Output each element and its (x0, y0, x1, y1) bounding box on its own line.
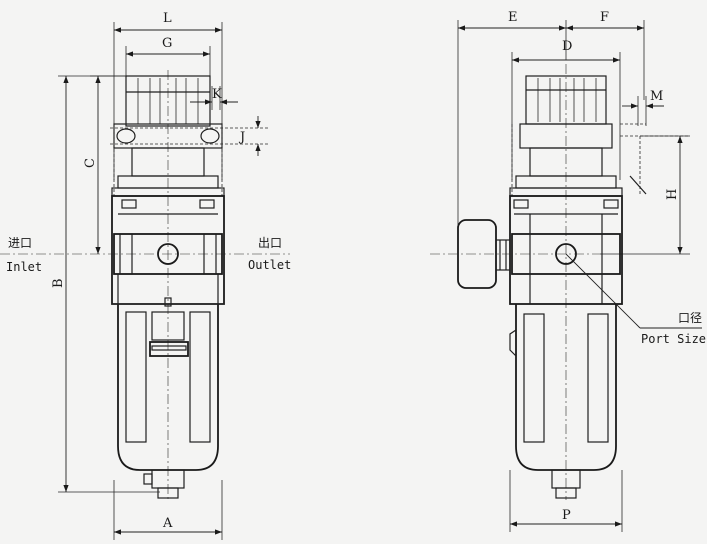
label-M: M (650, 89, 663, 104)
label-D: D (562, 39, 572, 54)
label-G: G (162, 36, 172, 51)
inlet-en-label: Inlet (6, 260, 42, 274)
outlet-cn-label: 出口 (258, 236, 282, 250)
dimension-labels: L G K J C B A E F D M H P (51, 10, 680, 531)
label-J: J (238, 130, 245, 145)
outlet-en-label: Outlet (248, 258, 291, 272)
port-size-en-label: Port Size (641, 332, 706, 346)
label-C: C (83, 158, 98, 168)
label-P: P (562, 508, 571, 523)
port-labels: 进口 Inlet 出口 Outlet 口径 Port Size (6, 236, 706, 346)
side-view (430, 20, 702, 532)
front-view (0, 22, 290, 540)
inlet-cn-label: 进口 (8, 236, 32, 250)
label-H: H (665, 189, 680, 200)
label-B: B (51, 278, 66, 288)
port-size-cn-label: 口径 (678, 311, 702, 325)
label-A: A (162, 516, 173, 531)
label-E: E (508, 10, 518, 25)
label-F: F (600, 10, 609, 25)
label-L: L (163, 11, 172, 26)
label-K: K (212, 87, 222, 102)
